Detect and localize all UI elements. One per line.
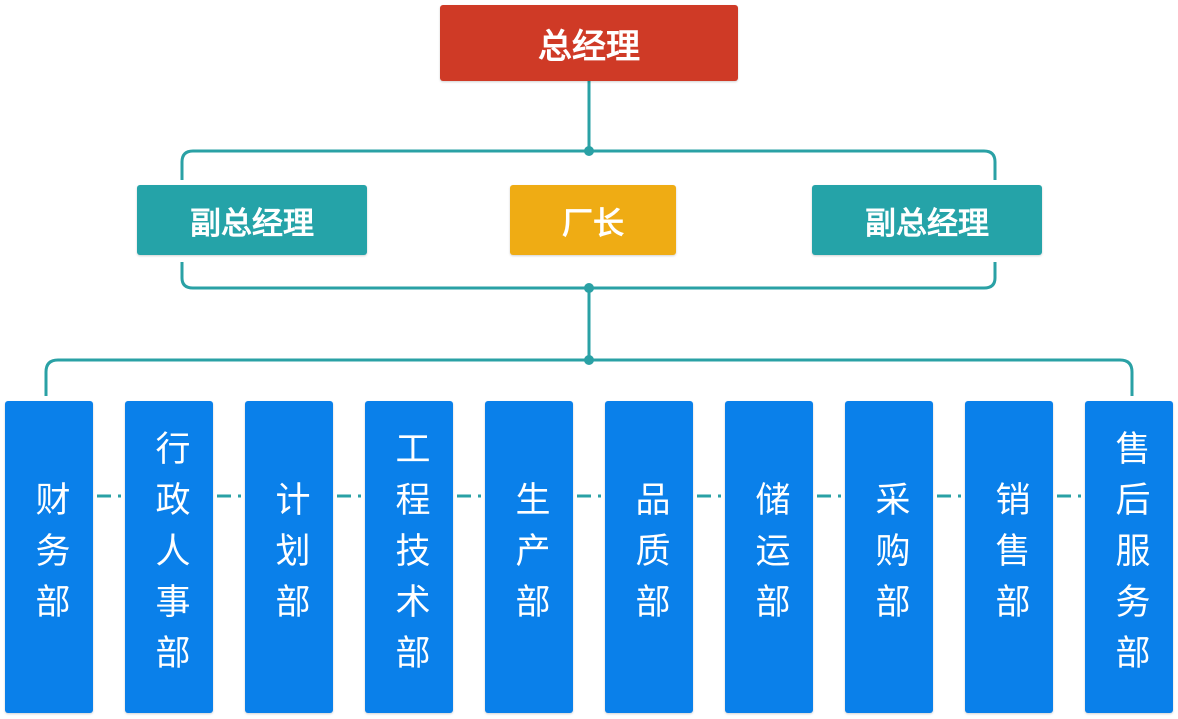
dept-label-logistics: 储运部 (749, 480, 790, 634)
dept-box-admin-hr: 行政人事部 (125, 401, 213, 713)
dept-box-sales: 销售部 (965, 401, 1053, 713)
factory-director-box: 厂长 (510, 185, 676, 255)
connector-dept-bracket (44, 358, 1134, 396)
dept-label-after-sales: 售后服务部 (1109, 429, 1150, 685)
deputy-manager-left-box: 副总经理 (137, 185, 367, 255)
connector-junction-upper (584, 146, 594, 156)
dept-label-quality: 品质部 (629, 480, 670, 634)
dept-box-planning: 计划部 (245, 401, 333, 713)
dept-label-finance: 财务部 (29, 480, 70, 634)
dept-label-production: 生产部 (509, 480, 550, 634)
deputy-manager-left-label: 副总经理 (190, 205, 314, 242)
dept-box-after-sales: 售后服务部 (1085, 401, 1173, 713)
deputy-manager-right-label: 副总经理 (865, 205, 989, 242)
dept-box-logistics: 储运部 (725, 401, 813, 713)
dept-label-sales: 销售部 (989, 480, 1030, 634)
dept-box-quality: 品质部 (605, 401, 693, 713)
dept-label-admin-hr: 行政人事部 (149, 429, 190, 685)
deputy-manager-right-box: 副总经理 (812, 185, 1042, 255)
connector-junction-dept (584, 355, 594, 365)
dept-label-engineering: 工程技术部 (389, 429, 430, 685)
dept-box-engineering: 工程技术部 (365, 401, 453, 713)
dept-box-finance: 财务部 (5, 401, 93, 713)
general-manager-box: 总经理 (440, 5, 738, 81)
factory-director-label: 厂长 (562, 205, 624, 242)
general-manager-label: 总经理 (538, 26, 640, 67)
dept-box-production: 生产部 (485, 401, 573, 713)
dept-label-purchasing: 采购部 (869, 480, 910, 634)
dept-box-purchasing: 采购部 (845, 401, 933, 713)
connector-junction-lower (584, 283, 594, 293)
dept-label-planning: 计划部 (269, 480, 310, 634)
